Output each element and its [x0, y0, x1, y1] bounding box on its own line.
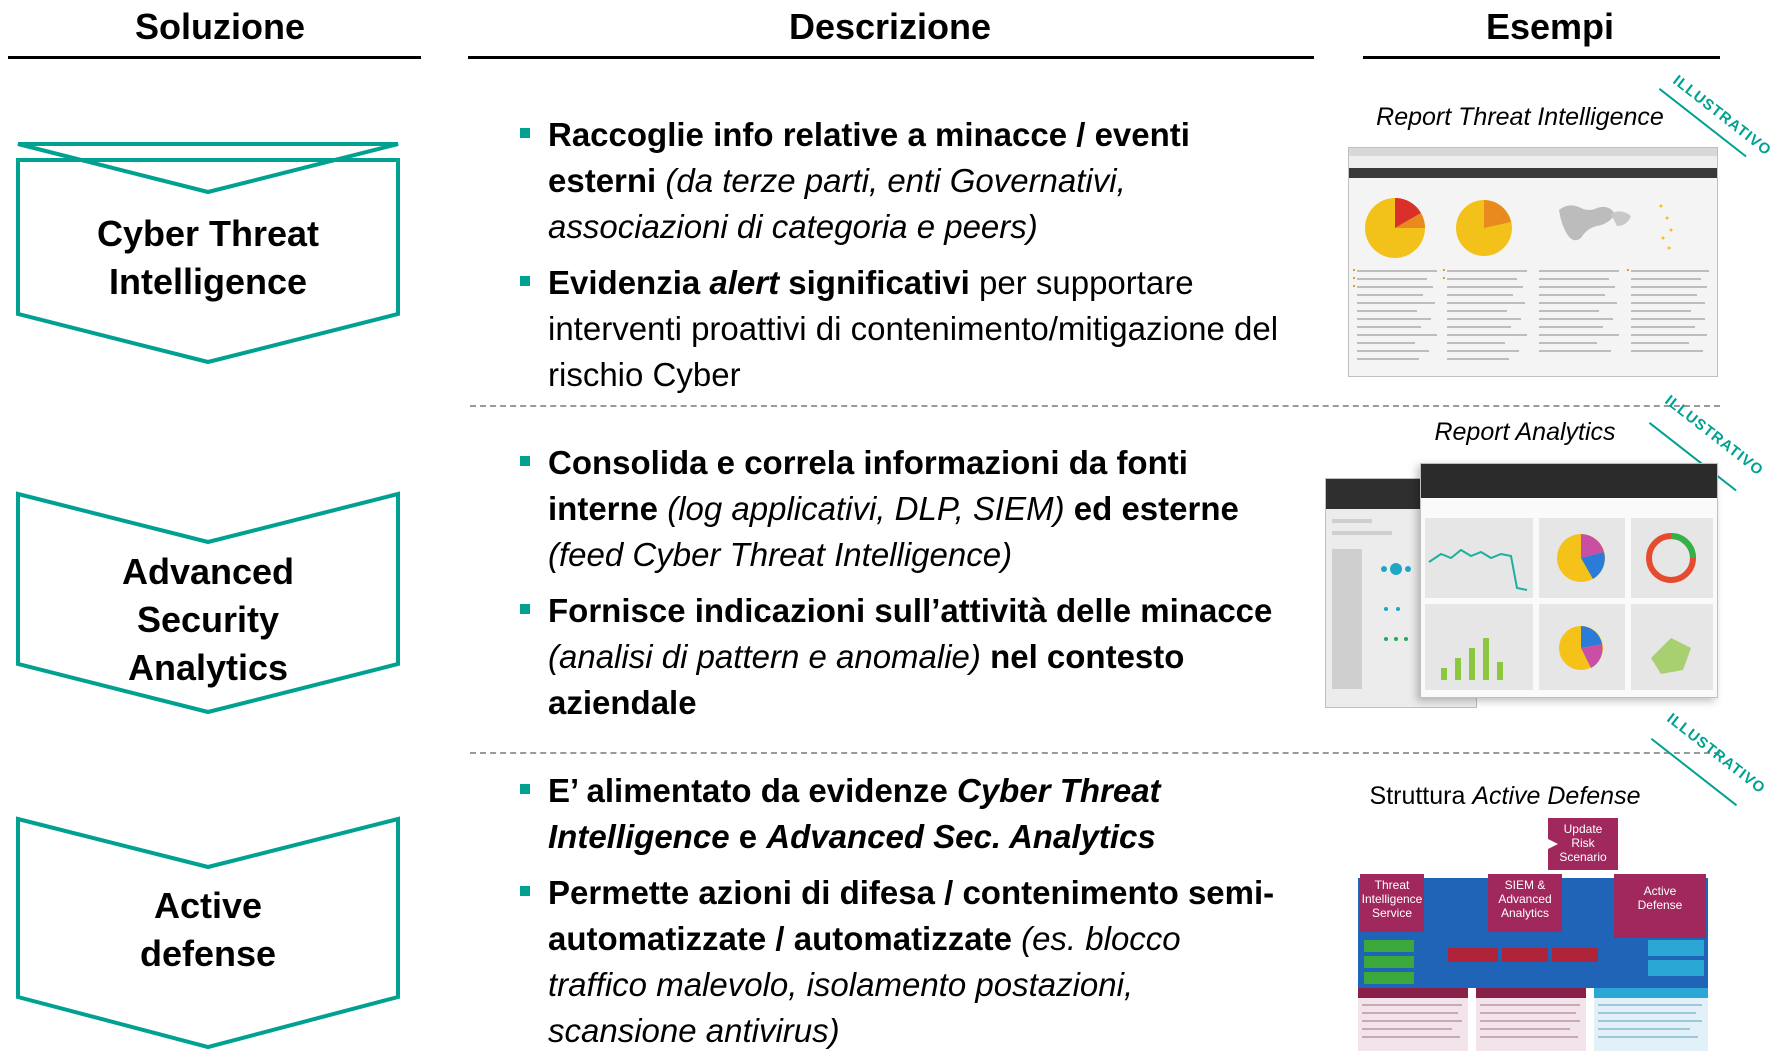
- header-examples: Esempi: [1485, 6, 1615, 47]
- bullet-text-segment: Evidenzia: [548, 264, 710, 301]
- bullets-active-defense: E’ alimentato da evidenze Cyber Threat I…: [520, 768, 1280, 1064]
- bullet-text-segment: Cyber Threat Intelligence: [548, 772, 1161, 855]
- bullets-cyber-threat-intelligence: Raccoglie info relative a minacce / even…: [520, 112, 1280, 408]
- chevron-active-defense: [16, 816, 400, 1050]
- chevron-cyber-threat-intelligence: [16, 142, 400, 365]
- bullet-text-segment: (es. blocco traffico malevolo, isolament…: [548, 920, 1181, 1049]
- header-solution: Soluzione: [135, 6, 305, 47]
- caption-report-threat-intelligence: Report Threat Intelligence: [1376, 103, 1664, 131]
- bullet-text-segment: (feed Cyber Threat Intelligence): [548, 536, 1013, 573]
- threat-intelligence-report-screenshot: [1348, 147, 1718, 377]
- bullet-text-segment: e: [729, 818, 767, 855]
- bullets-advanced-security-analytics: Consolida e correla informazioni da font…: [520, 440, 1280, 736]
- caption-active-defense-structure: Struttura Active Defense: [1369, 782, 1641, 810]
- bullet-text-segment: (log applicativi, DLP, SIEM): [658, 490, 1074, 527]
- bullet-text-segment: Consolida e correla informazioni da font…: [548, 444, 1188, 527]
- row-separator-2: [470, 752, 1720, 754]
- header-description: Descrizione: [788, 6, 992, 47]
- bullet-text-segment: per supportare interventi proattivi di c…: [548, 264, 1279, 393]
- bullet-text-segment: alert: [709, 264, 780, 301]
- bullet-text-segment: Fornisce indicazioni sull’attività delle…: [548, 592, 1273, 629]
- analytics-dashboard-front-screenshot: [1420, 463, 1718, 698]
- row-separator-1: [470, 405, 1720, 407]
- bullet-text-segment: Raccoglie info relative a minacce / even…: [548, 116, 1190, 199]
- header-rule-description: [468, 56, 1314, 59]
- caption-report-analytics: Report Analytics: [1434, 418, 1616, 446]
- bullet-item: E’ alimentato da evidenze Cyber Threat I…: [520, 768, 1280, 860]
- bullet-text-segment: Advanced Sec. Analytics: [766, 818, 1156, 855]
- bullet-text-segment: nel contesto aziendale: [548, 638, 1185, 721]
- bullet-item: Fornisce indicazioni sull’attività delle…: [520, 588, 1280, 726]
- bullet-text-segment: (analisi di pattern e anomalie): [548, 638, 981, 675]
- header-rule-examples: [1363, 56, 1720, 59]
- bullet-item: Raccoglie info relative a minacce / even…: [520, 112, 1280, 250]
- bullet-text-segment: (da terze parti, enti Governativi, assoc…: [548, 162, 1126, 245]
- bullet-item: Permette azioni di difesa / contenimento…: [520, 870, 1280, 1054]
- bullet-text-segment: E’ alimentato da evidenze: [548, 772, 957, 809]
- bullet-item: Evidenzia alert significativi per suppor…: [520, 260, 1280, 398]
- bullet-text-segment: significativi: [779, 264, 970, 301]
- chevron-advanced-security-analytics: [16, 491, 400, 715]
- bullet-item: Consolida e correla informazioni da font…: [520, 440, 1280, 578]
- bullet-text-segment: ed esterne: [1073, 490, 1239, 527]
- bullet-text-segment: Permette azioni di difesa / contenimento…: [548, 874, 1275, 957]
- header-rule-solution: [8, 56, 421, 59]
